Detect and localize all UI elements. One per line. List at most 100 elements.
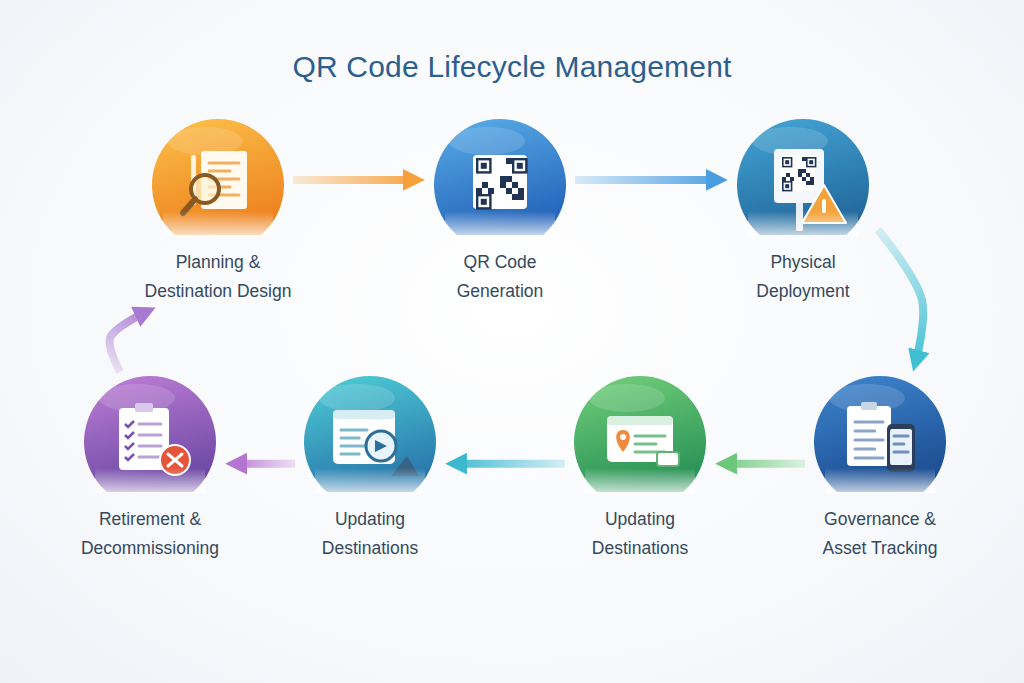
qr-finder	[478, 196, 489, 207]
qr-finder	[785, 184, 789, 188]
dome-shape	[814, 376, 946, 492]
lifecycle-stage: Updating Destinations	[565, 372, 715, 563]
stage-dome	[143, 115, 293, 240]
dome-shape	[574, 376, 706, 492]
icon-line	[341, 453, 359, 456]
icon-line	[341, 445, 367, 448]
stage-label-group: Planning & Destination Design	[131, 240, 306, 306]
stage-dome	[295, 372, 445, 497]
qr-module	[802, 177, 806, 181]
stage-label: QR Code Generation	[445, 248, 555, 306]
check-mark	[125, 443, 134, 449]
qr-module	[802, 169, 806, 173]
icon-line	[209, 162, 239, 165]
flow-arrow	[575, 176, 719, 184]
warning-mark	[822, 199, 826, 213]
stage-icon	[119, 403, 190, 475]
qr-finder	[784, 183, 791, 190]
flow-arrow	[878, 230, 923, 363]
location-pin	[616, 430, 630, 452]
dome-fade	[825, 468, 935, 493]
qr-finder	[782, 157, 792, 167]
qr-module	[488, 188, 494, 194]
qr-module	[518, 194, 524, 200]
qr-finder	[782, 181, 792, 191]
icon-line	[209, 170, 230, 173]
dome-shape	[304, 376, 436, 492]
qr-module	[518, 188, 524, 194]
qr-module	[798, 169, 802, 173]
qr-module	[500, 176, 506, 182]
qr-finder	[809, 160, 813, 164]
qr-module	[512, 194, 518, 200]
icon-line	[635, 435, 665, 438]
lifecycle-stage: Governance & Asset Tracking	[805, 372, 955, 563]
dome-highlight	[589, 384, 665, 412]
stage-label: Physical Deployment	[743, 248, 863, 306]
stage-dome	[805, 372, 955, 497]
icon-line	[341, 429, 367, 432]
retire-symbol	[168, 454, 182, 466]
clipboard-clip	[861, 402, 877, 410]
stage-label-group: Governance & Asset Tracking	[805, 497, 955, 563]
qr-module	[476, 188, 482, 194]
qr-finder	[806, 157, 816, 167]
icon-line	[894, 443, 904, 446]
qr-module	[802, 157, 806, 161]
stage-label: Planning & Destination Design	[131, 248, 306, 306]
icon-line	[139, 423, 161, 426]
qr-module	[506, 188, 512, 194]
clipboard-icon	[847, 406, 891, 466]
dome-shape	[84, 376, 216, 492]
qr-finder	[514, 160, 525, 171]
location-pin	[620, 434, 626, 440]
icon-line	[855, 421, 883, 424]
dome-shape	[737, 119, 869, 235]
qr-module	[810, 181, 814, 185]
browser-window	[333, 410, 395, 464]
qr-finder	[808, 159, 815, 166]
qr-module	[786, 173, 790, 177]
stage-icon	[333, 410, 419, 476]
icon-line	[855, 430, 875, 433]
diagram-title: QR Code Lifecycle Management	[0, 50, 1024, 84]
icon-line	[341, 437, 359, 440]
qr-finder	[478, 160, 489, 171]
dome-highlight	[99, 384, 175, 412]
qr-finder	[785, 160, 789, 164]
qr-finder	[481, 199, 487, 205]
dome-fade	[445, 211, 555, 236]
icon-line	[855, 439, 883, 442]
dome-shape	[152, 119, 284, 235]
qr-module	[790, 177, 794, 181]
dome-fade	[95, 468, 205, 493]
check-mark	[125, 454, 134, 460]
stage-label-group: Updating Destinations	[308, 497, 433, 563]
qr-module	[798, 173, 802, 177]
icon-line	[139, 456, 161, 459]
flow-arrow	[234, 460, 295, 468]
stage-label: Governance & Asset Tracking	[805, 505, 955, 563]
flow-arrow	[293, 176, 416, 184]
icon-line	[855, 457, 883, 460]
stage-label: Updating Destinations	[308, 505, 433, 563]
stage-label: Retirement & Decommissioning	[65, 505, 235, 563]
update-overlay	[366, 431, 396, 461]
icon-line	[635, 443, 656, 446]
qr-finder	[481, 163, 487, 169]
dome-shape	[434, 119, 566, 235]
dome-highlight	[319, 384, 395, 412]
icon-line	[139, 445, 161, 448]
stage-label-group: Retirement & Decommissioning	[65, 497, 235, 563]
stage-icon	[183, 151, 247, 213]
phone-screen	[890, 429, 912, 465]
dome-fade	[163, 211, 273, 236]
browser-bar	[333, 410, 395, 419]
stage-icon	[473, 155, 528, 210]
flow-arrow	[724, 460, 805, 468]
qr-finder	[784, 159, 791, 166]
dome-highlight	[167, 127, 243, 155]
check-mark	[125, 432, 134, 438]
